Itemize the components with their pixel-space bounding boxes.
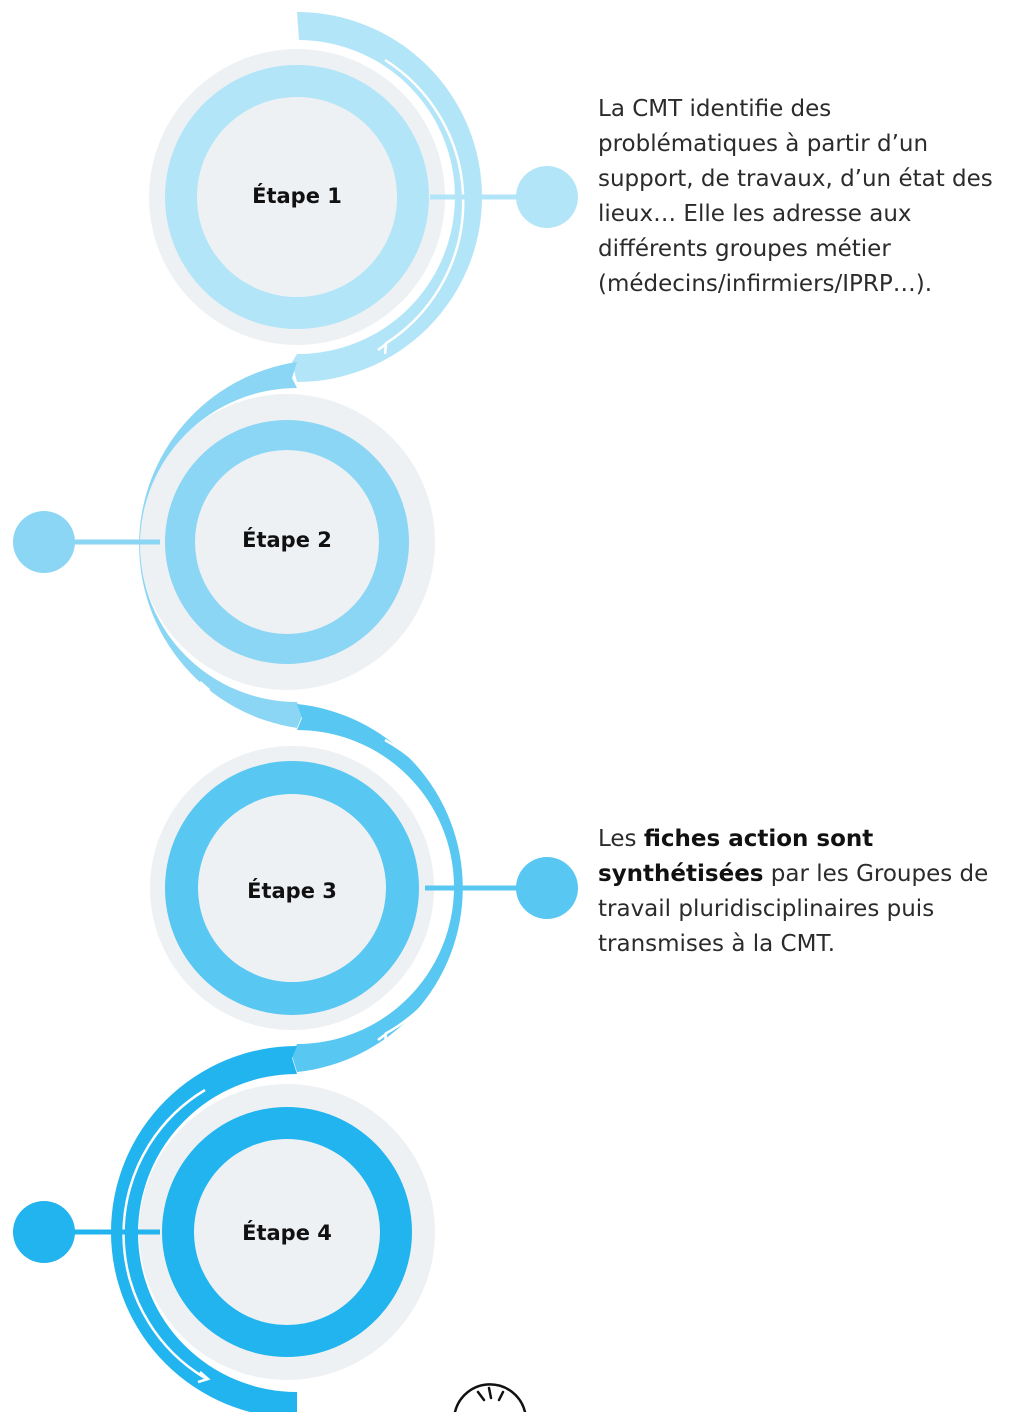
step-3-description-tail: par les Groupes de travail pluridiscipli… (598, 861, 989, 957)
step-1-swoosh (292, 12, 482, 382)
step-1-description: La CMT identifie des problématiques à pa… (598, 96, 993, 297)
step-3-connector-dot (516, 857, 578, 919)
step-1-label: Étape 1 (252, 184, 342, 208)
step-4-connector-dot (13, 1201, 75, 1263)
step-1-flow-line (384, 58, 465, 346)
step-1-disc (197, 97, 397, 297)
step-2-connector-dot (13, 511, 75, 573)
step-3-description-lead: Les (598, 826, 644, 852)
step-3-group (150, 704, 578, 1072)
step-1-connector-dot (516, 166, 578, 228)
step-4-disc (194, 1139, 380, 1325)
step-4-label: Étape 4 (242, 1221, 332, 1245)
step-3-description-bold: fiches action sont synthétisées (598, 826, 874, 887)
step-1-group (149, 12, 578, 382)
step-3-label: Étape 3 (247, 879, 337, 903)
step-4-swoosh (111, 1046, 297, 1412)
step-2-disc (195, 450, 379, 634)
lightbulb-icon (453, 1383, 527, 1412)
step-3-arrow-icon (377, 1031, 388, 1045)
step-2-label: Étape 2 (242, 528, 332, 552)
step-2-arrow-icon (197, 681, 211, 694)
step-3-description: Les fiches action sont synthétisées par … (598, 822, 998, 962)
step-4-arrow-icon (197, 1371, 211, 1384)
step-3-disc (198, 794, 386, 982)
step-2-group (13, 362, 435, 728)
step-1-arrow-icon (377, 341, 388, 355)
step-4-group (13, 1046, 435, 1412)
